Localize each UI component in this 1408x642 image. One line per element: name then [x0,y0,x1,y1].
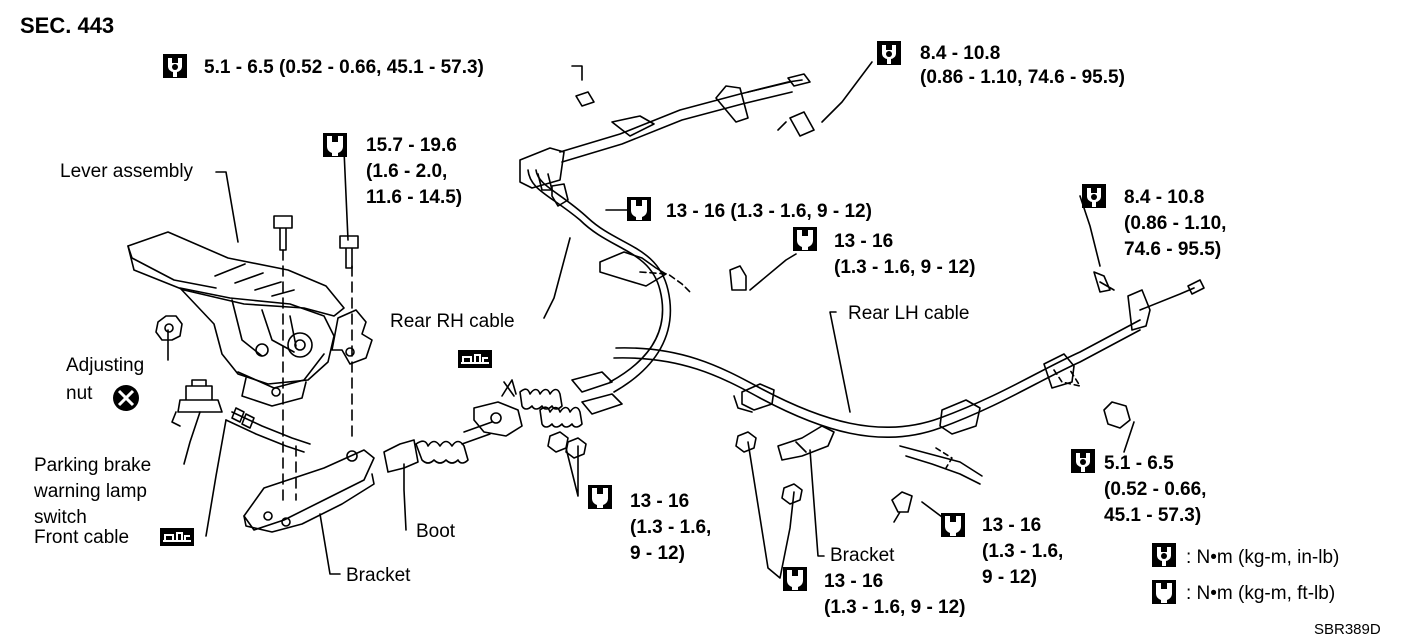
legend-wrench-inlb-icon [1151,542,1177,568]
torque-wrench-icon [782,566,808,592]
torque-center-line2: (1.3 - 1.6, [630,517,712,538]
torque-right-line1: 8.4 - 10.8 [1124,187,1205,208]
torque-wrench-icon [162,53,188,79]
torque-right-low-line1: 5.1 - 6.5 [1104,453,1174,474]
torque-center-line3: 9 - 12) [630,543,685,564]
torque-lever-line2: (1.6 - 2.0, [366,161,448,182]
label-rear-lh-cable: Rear LH cable [848,303,970,324]
label-boot: Boot [416,521,456,542]
label-warning-lamp: warning lamp [34,481,147,502]
cable-connector-icon [160,528,194,546]
torque-wrench-icon [1070,448,1096,474]
torque-wrench-icon [940,512,966,538]
torque-top-right-line2: (0.86 - 1.10, 74.6 - 95.5) [920,67,1125,88]
torque-right-line2: (0.86 - 1.10, [1124,213,1227,234]
section-number: SEC. 443 [20,13,115,38]
figure-id: SBR389D [1314,621,1381,638]
label-bracket-mid: Bracket [830,545,895,566]
torque-lever-line3: 11.6 - 14.5) [366,187,463,208]
label-adjusting: Adjusting [66,355,145,376]
legend-inlb: : N•m (kg-m, in-lb) [1186,547,1340,568]
torque-lever-line1: 15.7 - 19.6 [366,135,457,156]
torque-wrench-icon [322,132,348,158]
torque-wrench-icon [1081,183,1107,209]
torque-bottom-line2: (1.3 - 1.6, 9 - 12) [824,597,966,618]
torque-top-left: 5.1 - 6.5 (0.52 - 0.66, 45.1 - 57.3) [204,57,484,78]
torque-right-low-line2: (0.52 - 0.66, [1104,479,1207,500]
torque-right-line3: 74.6 - 95.5) [1124,239,1222,260]
torque-rh-bracket: 13 - 16 (1.3 - 1.6, 9 - 12) [666,201,872,222]
label-parking-brake: Parking brake [34,455,152,476]
cable-connector-icon [458,350,492,368]
legend-ftlb: : N•m (kg-m, ft-lb) [1186,583,1336,604]
torque-lh-line1: 13 - 16 [982,515,1042,536]
label-front-cable: Front cable [34,527,130,548]
torque-wrench-icon [587,484,613,510]
label-nut: nut [66,383,93,404]
torque-wrench-icon [876,40,902,66]
label-bracket-left: Bracket [346,565,411,586]
torque-bottom-line1: 13 - 16 [824,571,884,592]
torque-rh-mid-line2: (1.3 - 1.6, 9 - 12) [834,257,976,278]
torque-center-line1: 13 - 16 [630,491,690,512]
torque-wrench-icon [792,226,818,252]
torque-wrench-icon [626,196,652,222]
torque-top-right-line1: 8.4 - 10.8 [920,43,1001,64]
legend-wrench-ftlb-icon [1151,579,1177,605]
torque-lh-line2: (1.3 - 1.6, [982,541,1064,562]
label-lever-assembly: Lever assembly [60,161,194,182]
adjust-symbol [113,385,139,411]
torque-right-low-line3: 45.1 - 57.3) [1104,505,1202,526]
label-rear-rh-cable: Rear RH cable [390,311,515,332]
torque-lh-line3: 9 - 12) [982,567,1037,588]
label-switch: switch [34,507,87,528]
torque-rh-mid-line1: 13 - 16 [834,231,894,252]
